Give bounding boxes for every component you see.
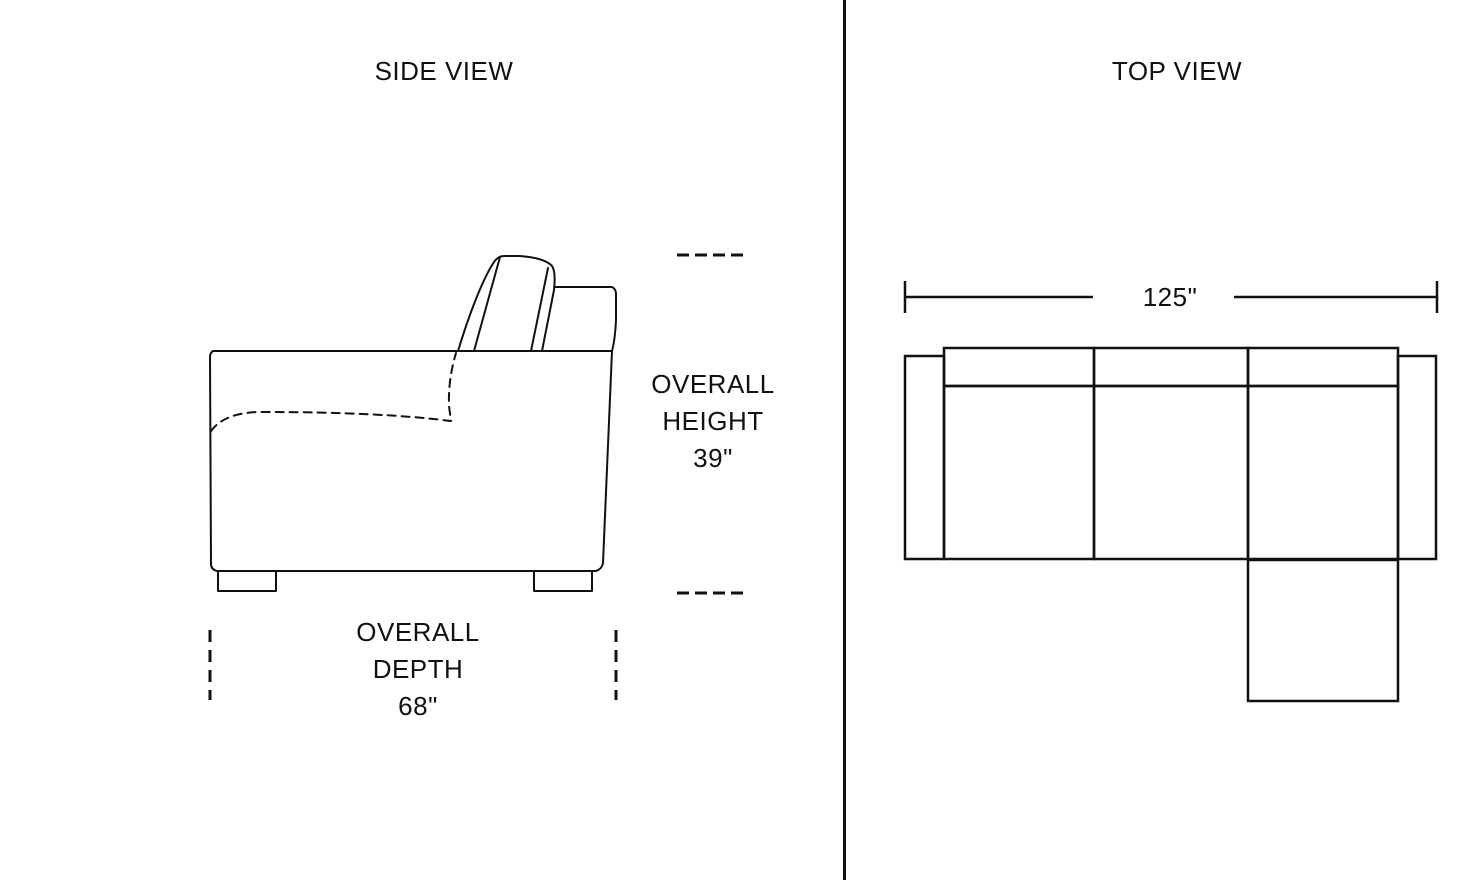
seat-cushion-3	[1248, 386, 1398, 559]
height-markers	[677, 255, 745, 593]
panel-divider	[843, 0, 846, 880]
height-label-line1: OVERALL	[651, 369, 775, 399]
seat-cushion-2	[1094, 386, 1248, 559]
depth-markers	[210, 630, 616, 700]
side-view-title: SIDE VIEW	[374, 56, 514, 86]
back-cushion-1	[944, 348, 1094, 386]
top-view-drawing	[905, 281, 1437, 701]
back-cushion-seam-left	[474, 257, 500, 351]
chaise-extension	[1248, 560, 1398, 701]
seat-cushion-1	[944, 386, 1094, 559]
front-foot	[218, 571, 276, 591]
depth-value: 68"	[398, 691, 438, 721]
height-value: 39"	[693, 443, 733, 473]
back-cushion-2	[1094, 348, 1248, 386]
left-arm	[905, 356, 944, 559]
rear-foot	[534, 571, 592, 591]
back-frame	[554, 287, 616, 351]
back-cushion-seam-right	[531, 268, 548, 351]
overall-width-label: 125"	[1142, 282, 1198, 312]
depth-label-line2: DEPTH	[372, 654, 464, 684]
overall-height-label: OVERALL HEIGHT 39"	[633, 366, 793, 477]
sofa-body	[210, 351, 612, 571]
depth-label-line1: OVERALL	[356, 617, 480, 647]
right-arm	[1398, 356, 1436, 559]
seat-outline-dashed	[211, 353, 456, 431]
side-view-drawing	[210, 256, 616, 591]
top-view-title: TOP VIEW	[1111, 56, 1243, 86]
back-cushion	[458, 256, 555, 351]
back-cushion-3	[1248, 348, 1398, 386]
height-label-line2: HEIGHT	[662, 406, 764, 436]
overall-depth-label: OVERALL DEPTH 68"	[338, 614, 498, 725]
